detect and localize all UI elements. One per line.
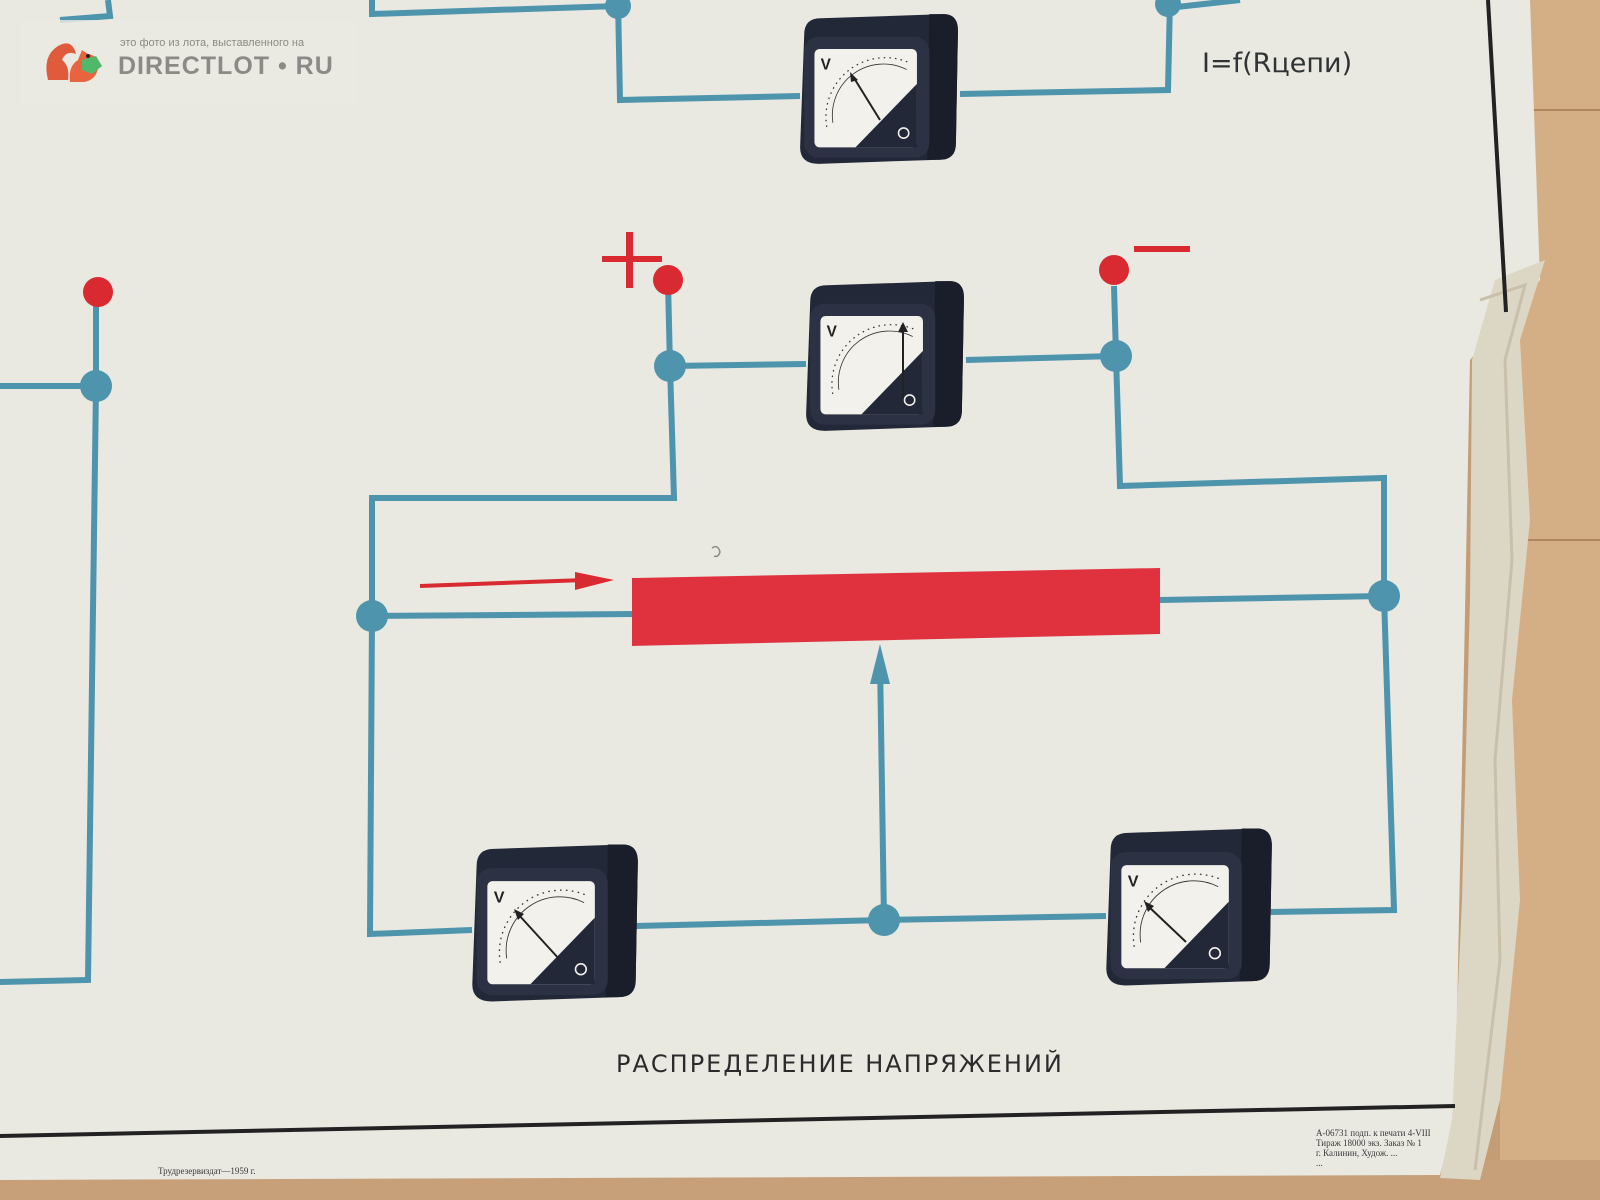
terminal-plus <box>653 265 683 295</box>
poster-caption: РАСПРЕДЕЛЕНИЕ НАПРЯЖЕНИЙ <box>616 1049 1064 1078</box>
watermark-badge: это фото из лота, выставленного на DIREC… <box>20 20 358 104</box>
frame-line-bottom <box>0 1104 1456 1138</box>
voltmeter-icon <box>1105 827 1273 987</box>
blue-arrow-icon <box>870 644 890 684</box>
squirrel-logo-icon <box>46 43 102 82</box>
red-arrow-icon <box>419 572 614 590</box>
voltmeter-icon <box>471 843 639 1003</box>
circuit-wires <box>0 0 1398 985</box>
terminal-minus <box>1099 255 1129 285</box>
svg-text:...: ... <box>1316 1158 1323 1168</box>
junction-nodes <box>80 0 1400 936</box>
plus-sign <box>602 232 662 288</box>
minus-sign <box>1134 246 1190 252</box>
watermark-caption: это фото из лота, выставленного на <box>120 37 305 49</box>
formula-text: I=f(Rцепи) <box>1202 48 1352 79</box>
resistor-bar <box>632 568 1160 646</box>
watermark-brand: DIRECTLOT • RU <box>118 52 334 80</box>
voltmeter-icon <box>799 13 959 165</box>
voltmeter-icon <box>805 280 965 432</box>
terminal-left <box>83 277 113 307</box>
printing-details: А-06731 подп. к печати 4-VIII Тираж 1800… <box>1316 1128 1431 1168</box>
pencil-mark <box>711 545 721 558</box>
frame-line-right <box>1486 0 1508 313</box>
cloth-edge <box>1440 260 1545 1180</box>
svg-text:Тираж 18000 экз. Заказ № 1: Тираж 18000 экз. Заказ № 1 <box>1316 1138 1422 1148</box>
publisher-imprint: Трудрезервиздат—1959 г. <box>158 1166 256 1176</box>
svg-text:А-06731 подп. к печати 4-VIII: А-06731 подп. к печати 4-VIII <box>1316 1128 1431 1138</box>
svg-text:г. Калинин, Худож. ...: г. Калинин, Худож. ... <box>1316 1148 1397 1158</box>
